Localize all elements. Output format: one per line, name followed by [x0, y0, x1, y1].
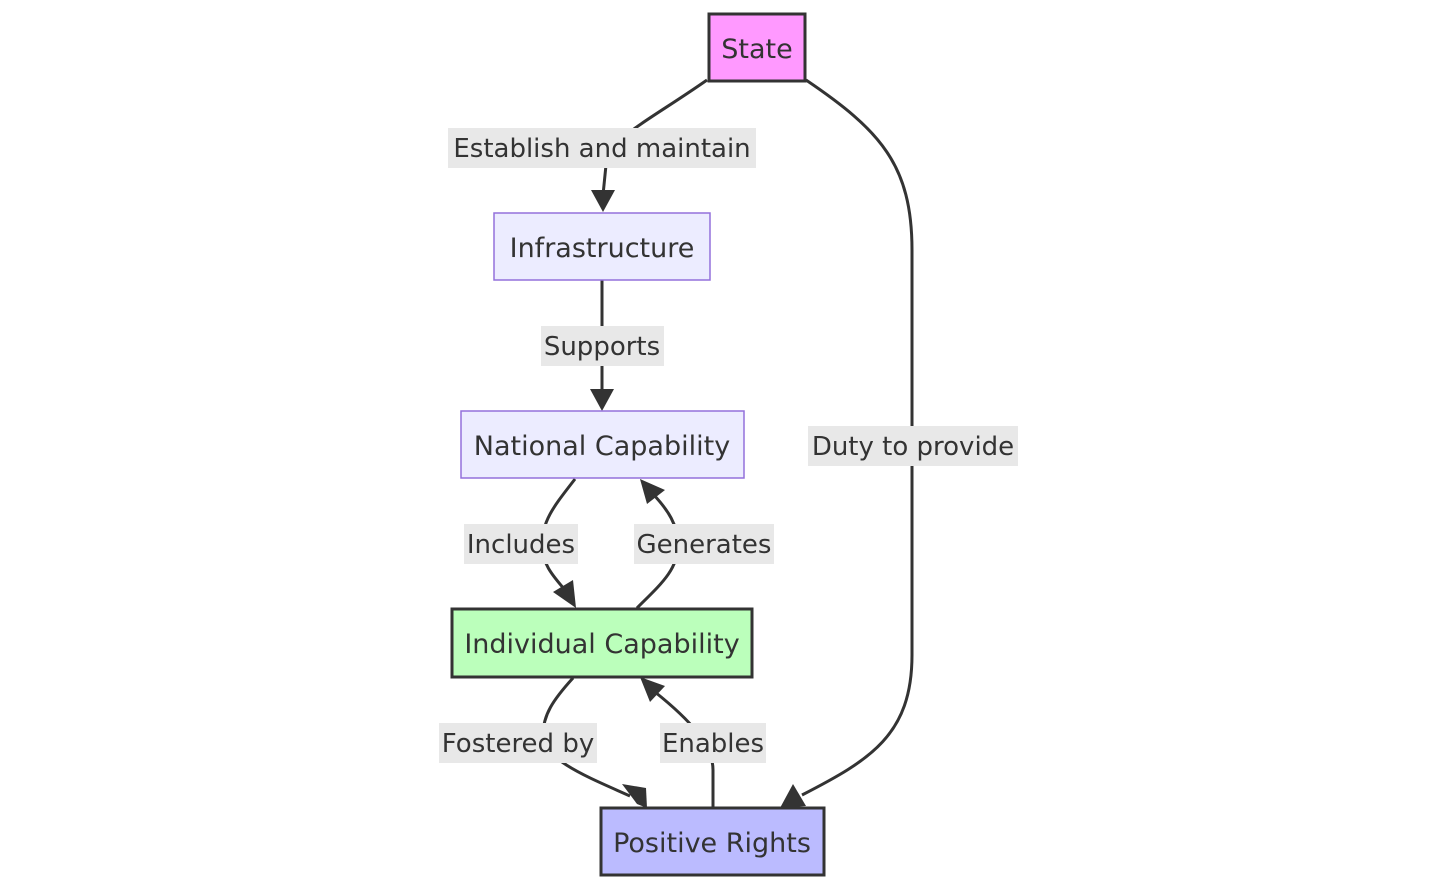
edge-label-text: Duty to provide [812, 432, 1014, 462]
node-national-capability: National Capability [460, 410, 745, 479]
node-box [450, 607, 754, 679]
arrow-head [640, 677, 665, 702]
node-label: Individual Capability [464, 629, 739, 660]
arrow-head [591, 190, 615, 212]
edge-label-generates: Generates [634, 524, 774, 564]
edge-label-enables: Enables [660, 723, 766, 763]
edge-label-text: Generates [637, 530, 772, 560]
node-box [460, 410, 745, 479]
node-infrastructure: Infrastructure [493, 212, 711, 281]
arrow-head [622, 784, 647, 808]
node-box [493, 212, 711, 281]
edge-label-duty-to-provide: Duty to provide [808, 426, 1018, 466]
edge-label-establish-and-maintain: Establish and maintain [448, 128, 756, 168]
node-label: National Capability [474, 431, 730, 462]
node-box [599, 806, 826, 877]
edge-label-text: Supports [544, 332, 660, 362]
node-individual-capability: Individual Capability [450, 607, 754, 679]
edge-label-supports: Supports [541, 326, 664, 366]
node-label: Positive Rights [613, 828, 811, 859]
node-label: State [721, 34, 792, 65]
node-box [707, 12, 807, 83]
edge-label-fostered-by: Fostered by [439, 723, 597, 763]
arrow-head [590, 389, 614, 411]
edge-label-text: Includes [467, 530, 575, 560]
arrow-head [553, 580, 576, 608]
node-positive-rights: Positive Rights [599, 806, 826, 877]
arrow-head [640, 479, 665, 504]
edge-label-includes: Includes [464, 524, 578, 564]
node-state: State [707, 12, 807, 83]
edge-label-text: Enables [662, 729, 764, 759]
arrow-head [780, 784, 806, 808]
node-label: Infrastructure [510, 233, 695, 264]
edge-label-text: Establish and maintain [453, 134, 750, 164]
edge-label-text: Fostered by [442, 729, 594, 759]
